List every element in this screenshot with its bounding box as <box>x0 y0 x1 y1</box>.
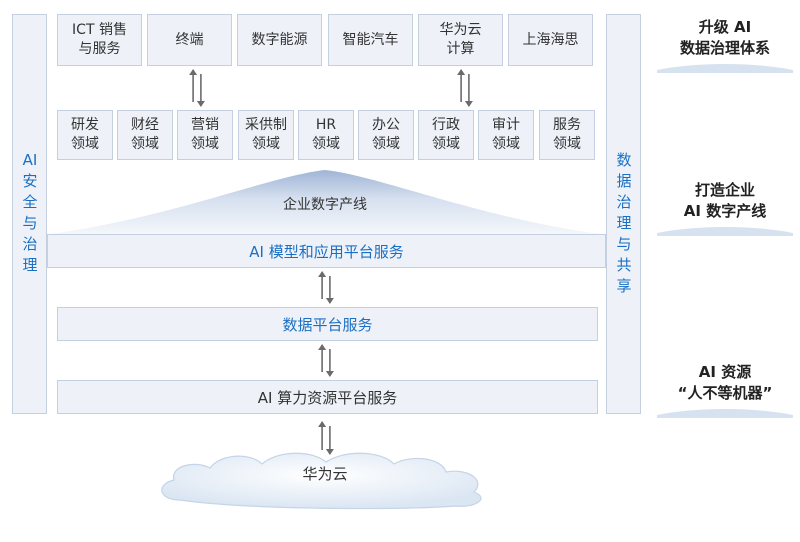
right-label-resources: AI 资源 “人不等机器” <box>677 363 773 402</box>
ai-security-governance-label: AI 安全 与 治理 <box>22 151 38 274</box>
business-unit-box: 智能汽车 <box>328 14 413 66</box>
arrow-top-left <box>189 69 205 107</box>
right-label-build-underline <box>657 227 793 236</box>
compute-platform-band: AI 算力资源平台服务 <box>57 380 598 414</box>
business-unit-box: 终端 <box>147 14 232 66</box>
ai-model-platform-band: AI 模型和应用平台服务 <box>47 234 606 268</box>
business-domain-box: 服务 领域 <box>539 110 595 160</box>
business-unit-box: 华为云 计算 <box>418 14 503 66</box>
business-domain-box: 办公 领域 <box>358 110 414 160</box>
data-governance-label: 数据 治理 与 共享 <box>616 151 632 295</box>
ai-model-platform-label: AI 模型和应用平台服务 <box>249 242 404 261</box>
business-domain-box: 营销 领域 <box>177 110 233 160</box>
business-domain-box: 财经 领域 <box>117 110 173 160</box>
business-domain-box: 审计 领域 <box>478 110 534 160</box>
cloud-label: 华为云 <box>302 465 348 483</box>
right-label-resources-underline <box>657 409 793 418</box>
business-domain-box: HR 领域 <box>298 110 354 160</box>
arrow-compute-to-cloud <box>318 421 334 455</box>
business-domain-box: 采供制 领域 <box>238 110 294 160</box>
arrow-model-to-data <box>318 271 334 304</box>
arrow-top-right <box>457 69 473 107</box>
business-unit-box: ICT 销售 与服务 <box>57 14 142 66</box>
business-domain-box: 行政 领域 <box>418 110 474 160</box>
cloud-shape <box>161 452 482 510</box>
data-governance-column <box>606 14 641 414</box>
right-label-upgrade: 升级 AI 数据治理体系 <box>679 18 770 57</box>
compute-platform-label: AI 算力资源平台服务 <box>257 388 398 407</box>
enterprise-pipeline-label: 企业数字产线 <box>283 197 367 213</box>
data-platform-label: 数据平台服务 <box>282 315 373 334</box>
right-label-build: 打造企业 AI 数字产线 <box>683 181 767 220</box>
pipeline-mountain-shape <box>50 170 600 234</box>
business-unit-box: 上海海思 <box>508 14 593 66</box>
business-unit-box: 数字能源 <box>237 14 322 66</box>
business-domain-box: 研发 领域 <box>57 110 113 160</box>
right-label-upgrade-underline <box>657 64 793 73</box>
ai-security-governance-column <box>12 14 47 414</box>
data-platform-band: 数据平台服务 <box>57 307 598 341</box>
arrow-data-to-compute <box>318 344 334 377</box>
